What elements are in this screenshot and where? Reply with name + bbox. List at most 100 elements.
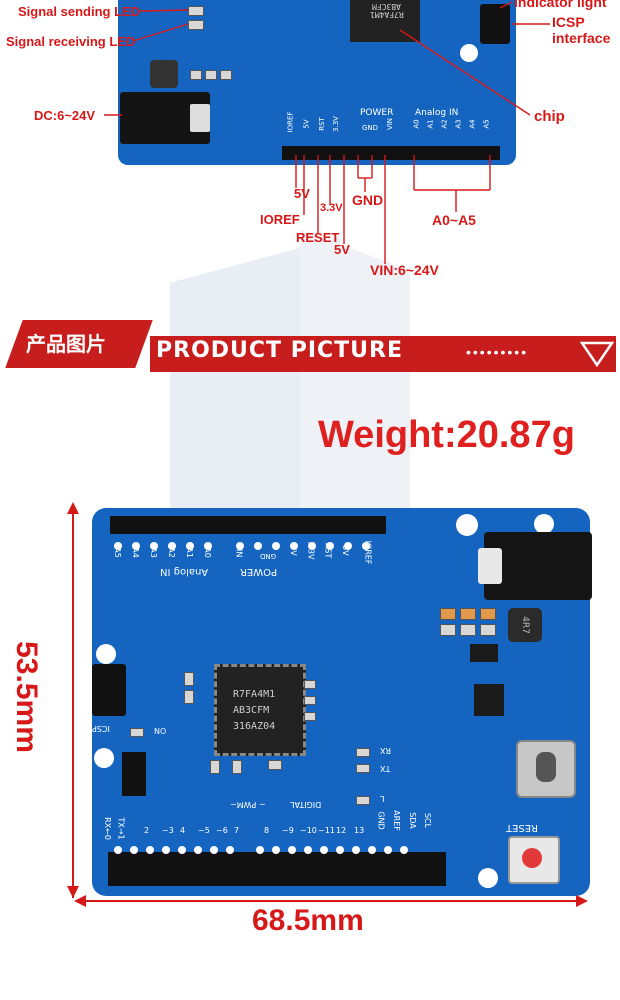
top-led-1	[188, 6, 204, 16]
bottom-inductor	[508, 608, 542, 642]
top-inductor	[150, 60, 178, 88]
bottom-small-header	[122, 752, 146, 796]
label-signal-sending-led: Signal sending LED	[18, 4, 141, 19]
bottom-smd-1	[184, 672, 194, 686]
bottom-smd-8	[268, 760, 282, 770]
digital-pin-7: 7	[234, 826, 240, 835]
bottom-rx-label: RX	[380, 746, 392, 755]
bottom-digital-pin-labels: 2 ~3 4 ~5 ~6 7 8 ~9 ~10 ~11 12 13	[140, 826, 364, 838]
bottom-gnd-label: GND	[376, 811, 386, 830]
dimension-height-label: 53.5mm	[9, 641, 43, 753]
bottom-l-label: L	[380, 794, 385, 803]
bottom-regulator-3	[474, 700, 504, 716]
bottom-smd-3	[304, 680, 316, 689]
bottom-l-led	[356, 796, 370, 805]
digital-pin-4: 4	[180, 826, 186, 835]
digital-pin-13: 13	[354, 826, 365, 835]
dimension-vertical-line	[72, 508, 74, 898]
label-indicator-light: indicator light	[514, 0, 607, 10]
label-3v3: 3.3V	[320, 202, 343, 214]
bottom-reset-button-cap	[522, 848, 542, 868]
top-led-2	[188, 20, 204, 30]
digital-pin-8: 8	[264, 826, 270, 835]
digital-pin-10: ~10	[300, 826, 317, 835]
label-reset: RESET	[296, 230, 340, 245]
label-chip: chip	[534, 108, 565, 125]
bottom-inductor-label: 4R7	[519, 616, 530, 634]
top-pin-header	[282, 146, 500, 160]
bottom-cap-4	[440, 624, 456, 636]
banner-triangle-icon	[580, 341, 614, 367]
bottom-smd-5	[304, 712, 316, 721]
bottom-scl-label: SCL	[423, 812, 433, 829]
bottom-cap-1	[440, 608, 456, 620]
top-smd-1	[190, 70, 202, 80]
top-mount-hole	[460, 44, 478, 62]
bottom-cap-2	[460, 608, 476, 620]
bottom-cap-3	[480, 608, 496, 620]
bottom-tx-led	[356, 764, 370, 773]
dimension-horizontal-line	[82, 900, 580, 902]
banner-main-shape	[150, 336, 616, 372]
banner-dots: •••••••••	[466, 344, 529, 360]
banner-english-title: PRODUCT PICTURE	[156, 338, 403, 363]
label-dc-input: DC:6~24V	[34, 108, 96, 123]
label-signal-receiving-led: Signal receiving LED	[6, 34, 136, 49]
weight-label: Weight:20.87g	[318, 414, 575, 456]
top-power-header-label: POWER	[360, 108, 394, 118]
label-5v-2: 5V	[334, 242, 350, 257]
bottom-bottom-pin-header	[108, 852, 446, 886]
bottom-chip-line-1: R7FA4M1	[233, 689, 276, 700]
bottom-icsp-label: ICSP	[92, 724, 110, 733]
bottom-aref-label: AREF	[391, 810, 401, 831]
mount-hole-2	[534, 514, 554, 534]
bottom-analog-label: Analog IN	[160, 566, 209, 577]
bottom-main-chip: R7FA4M1 AB3CFM 316AZ04	[214, 664, 306, 756]
bottom-chip-line-2: AB3CFM	[233, 705, 270, 716]
banner-chinese-title: 产品图片	[26, 332, 106, 356]
label-gnd: GND	[352, 192, 384, 208]
label-ioref: IOREF	[260, 212, 300, 227]
top-icsp-header	[480, 4, 510, 44]
bottom-top-pin-dots	[110, 538, 386, 550]
bottom-smd-7	[232, 760, 242, 774]
bottom-digital-label: DIGITAL	[290, 800, 322, 809]
bottom-cap-6	[480, 624, 496, 636]
bottom-icsp-header	[92, 664, 126, 716]
dimension-horizontal-arrows	[74, 895, 588, 907]
bottom-smd-2	[184, 690, 194, 704]
bottom-on-led	[130, 728, 144, 737]
bottom-usb-c-slot	[536, 752, 556, 782]
bottom-power-label: POWER	[240, 566, 278, 577]
top-smd-2	[205, 70, 217, 80]
label-icsp-interface: interface	[552, 30, 611, 46]
mount-hole-3	[96, 644, 116, 664]
top-analog-header-label: Analog IN	[415, 108, 459, 118]
dimension-vertical-arrows	[67, 502, 79, 898]
bottom-tx1-label: TX→1	[116, 817, 126, 840]
bottom-pin-gnd: GND	[260, 552, 277, 560]
bottom-on-label: ON	[154, 726, 167, 735]
bottom-pwm-label: ~ PWM~	[230, 800, 266, 809]
bottom-rx0-label: RX←0	[102, 817, 112, 840]
digital-pin-11: ~11	[318, 826, 335, 835]
label-icsp: ICSP	[552, 14, 585, 30]
bottom-rx-led	[356, 748, 370, 757]
bottom-regulator-2	[474, 684, 504, 700]
label-vin-input: VIN:6~24V	[370, 262, 439, 278]
bottom-cap-5	[460, 624, 476, 636]
mount-hole-4	[94, 748, 114, 768]
top-dc-jack-inner	[190, 104, 210, 132]
bottom-sda-label: SDA	[407, 812, 417, 829]
bottom-dc-jack-inner	[478, 548, 502, 584]
bottom-reset-label: RESET	[506, 822, 539, 833]
digital-pin-6: ~6	[216, 826, 228, 835]
bottom-top-pin-header	[110, 516, 386, 534]
bottom-chip-line-3: 316AZ04	[233, 721, 276, 732]
top-pin-label-gnd: GND	[362, 124, 379, 132]
dimension-width-label: 68.5mm	[252, 904, 364, 937]
bottom-tx-label: TX	[380, 764, 391, 773]
digital-pin-2: 2	[144, 826, 150, 835]
bottom-smd-4	[304, 696, 316, 705]
callout-lines	[104, 1, 550, 264]
